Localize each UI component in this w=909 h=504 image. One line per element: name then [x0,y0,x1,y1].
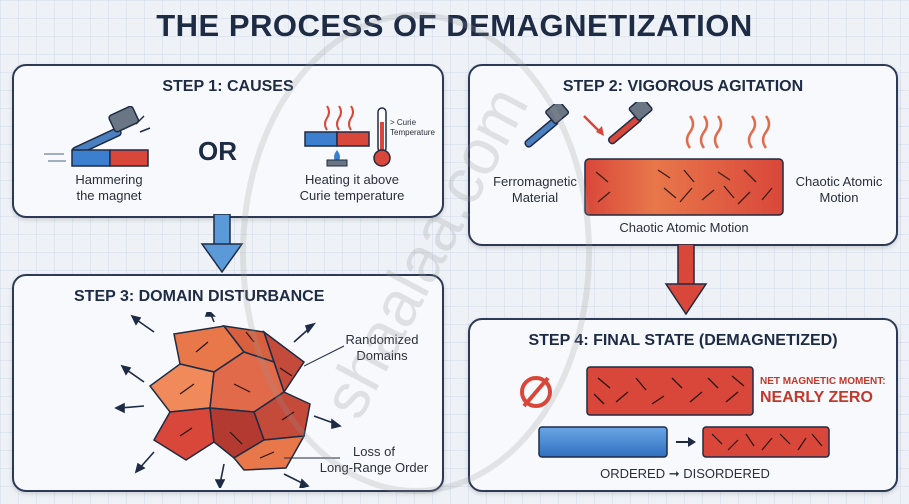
step1-title: STEP 1: CAUSES [162,78,294,95]
hammer-icon [583,102,653,145]
magnetic-domains-diagram [114,312,342,488]
step3-panel: STEP 3: DOMAIN DISTURBANCE [12,274,444,492]
net-moment-value: NEARLY ZERO [760,389,873,406]
chaotic-motion-label-bottom: Chaotic Atomic Motion [619,220,749,235]
step4-panel: STEP 4: FINAL STATE (DEMAGNETIZED) NET M… [468,318,898,492]
ordered-disordered-row: ORDERED ➞ DISORDERED [560,466,810,482]
flame-heating-icon [304,105,370,167]
chaotic-magnet-bar [584,158,784,216]
arrow-down-icon [200,214,244,274]
loss-of-order-label: Loss of Long-Range Order [319,444,429,475]
heat-label: Heating it above Curie temperature [299,172,405,203]
hammer-icon [44,106,151,167]
disordered-label: DISORDERED [683,466,770,481]
arrow-right-icon: ➞ [668,466,684,481]
null-symbol-icon [520,376,552,408]
step2-title: STEP 2: VIGOROUS AGITATION [562,78,804,95]
ferromagnetic-label: Ferromagnetic Material [493,174,577,205]
heat-waves-icon [685,115,771,149]
disordered-magnet-bar [586,366,754,416]
step3-title: STEP 3: DOMAIN DISTURBANCE [74,288,325,305]
arrow-down-icon [664,244,708,316]
or-label: OR [198,136,237,166]
step4-title: STEP 4: FINAL STATE (DEMAGNETIZED) [528,332,838,349]
thermometer-icon [373,107,391,167]
chaotic-motion-label-right: Chaotic Atomic Motion [795,174,883,205]
step1-panel: STEP 1: CAUSES Hammering the magnet OR >… [12,64,444,218]
randomized-domains-label: Randomized Domains [345,332,419,363]
step2-panel: STEP 2: VIGOROUS AGITATION [468,64,898,246]
disordered-small-bar [702,426,830,458]
hammer-icon [524,104,570,148]
page-title: THE PROCESS OF DEMAGNETIZATION [156,8,753,43]
arrow-right-icon [676,437,696,447]
net-moment-label: NET MAGNETIC MOMENT: [760,376,886,387]
ordered-magnet-bar [538,426,668,458]
pointer-line [304,345,345,367]
thermometer-note: > Curie Temperature [390,118,435,137]
hammer-label: Hammering the magnet [75,172,143,203]
pointer-line [284,457,340,459]
ordered-label: ORDERED [600,466,666,481]
